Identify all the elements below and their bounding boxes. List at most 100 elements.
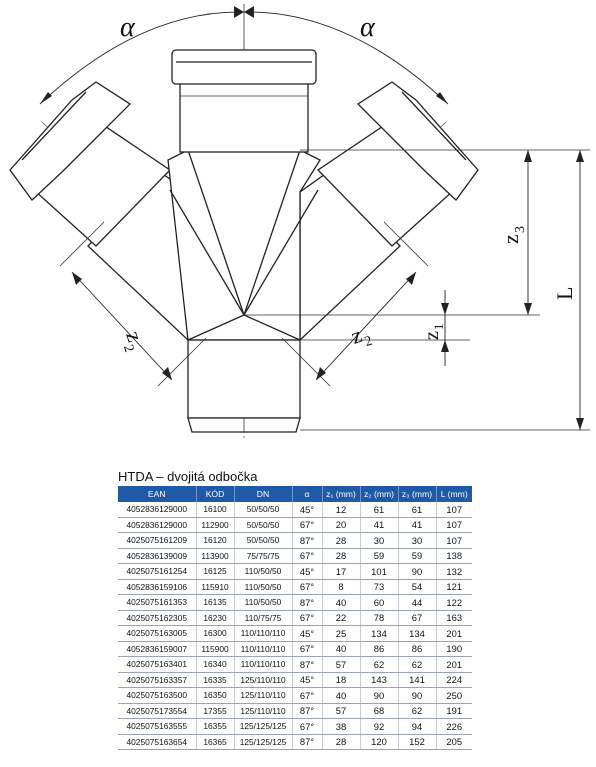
cell-z1: 25	[321, 625, 360, 642]
cell-alpha: 45°	[291, 625, 322, 642]
cell-z2: 59	[359, 548, 398, 564]
cell-l: 121	[435, 579, 472, 595]
alpha-arc	[39, 4, 449, 105]
cell-z3: 41	[397, 517, 436, 533]
cell-z2: 134	[359, 625, 398, 642]
cell-z2: 92	[359, 718, 398, 735]
z3-label: z	[498, 234, 523, 244]
fitting-drawing: α α z 2 z 2 z 3 z 1 L	[9, 4, 590, 438]
cell-kod: 16300	[195, 625, 234, 642]
cell-ean: 4025075163555	[118, 718, 196, 735]
cell-dn: 50/50/50	[233, 532, 292, 549]
cell-ean: 4025075163654	[118, 734, 196, 750]
cell-kod: 16350	[195, 687, 234, 704]
cell-ean: 4025075173554	[118, 703, 196, 719]
cell-z3: 62	[397, 703, 436, 719]
cell-dn: 125/125/125	[233, 734, 292, 750]
cell-ean: 4025075161353	[118, 594, 196, 611]
cell-l: 190	[435, 641, 472, 657]
cell-z3: 62	[397, 656, 436, 673]
cell-ean: 4025075162305	[118, 610, 196, 626]
cell-z2: 73	[359, 579, 398, 595]
table-header-row: EAN KÓD DN α z₁ (mm) z₂ (mm) z₃ (mm) L (…	[118, 486, 472, 502]
cell-z3: 67	[397, 610, 436, 626]
cell-alpha: 45°	[291, 501, 322, 518]
cell-l: 163	[435, 610, 472, 626]
cell-kod: 16335	[195, 672, 234, 688]
cell-z2: 78	[359, 610, 398, 626]
col-header-z2: z₂ (mm)	[359, 486, 398, 502]
cell-dn: 110/50/50	[233, 594, 292, 611]
cell-l: 132	[435, 563, 472, 580]
cell-l: 201	[435, 625, 472, 642]
cell-z1: 40	[321, 641, 360, 657]
cell-l: 224	[435, 672, 472, 688]
cell-dn: 110/110/110	[233, 641, 292, 657]
cell-l: 250	[435, 687, 472, 704]
cell-dn: 50/50/50	[233, 517, 292, 533]
cell-dn: 110/110/110	[233, 625, 292, 642]
cell-kod: 16355	[195, 718, 234, 735]
cell-dn: 75/75/75	[233, 548, 292, 564]
cell-z3: 152	[397, 734, 436, 750]
cell-l: 107	[435, 532, 472, 549]
cell-dn: 125/110/110	[233, 687, 292, 704]
cell-z2: 60	[359, 594, 398, 611]
cell-dn: 110/50/50	[233, 563, 292, 580]
cell-alpha: 87°	[291, 594, 322, 611]
cell-z3: 86	[397, 641, 436, 657]
cell-ean: 4052836139009	[118, 548, 196, 564]
cell-alpha: 45°	[291, 672, 322, 688]
col-header-l: L (mm)	[435, 486, 472, 502]
cell-alpha: 87°	[291, 656, 322, 673]
cell-kod: 115900	[195, 641, 234, 657]
cell-l: 107	[435, 501, 472, 518]
top-socket	[171, 49, 317, 153]
cell-z1: 22	[321, 610, 360, 626]
cell-ean: 4025075163357	[118, 672, 196, 688]
cell-z1: 17	[321, 563, 360, 580]
alpha-label-left: α	[120, 12, 136, 43]
cell-dn: 50/50/50	[233, 501, 292, 518]
cell-z2: 41	[359, 517, 398, 533]
cell-kod: 16120	[195, 532, 234, 549]
cell-kod: 112900	[195, 517, 234, 533]
cell-kod: 16125	[195, 563, 234, 580]
cell-alpha: 67°	[291, 548, 322, 564]
cell-l: 191	[435, 703, 472, 719]
cell-ean: 4052836159007	[118, 641, 196, 657]
cell-z2: 62	[359, 656, 398, 673]
cell-z1: 28	[321, 548, 360, 564]
col-header-z3: z₃ (mm)	[397, 486, 436, 502]
cell-z1: 18	[321, 672, 360, 688]
cell-z1: 28	[321, 532, 360, 549]
cell-dn: 125/125/125	[233, 718, 292, 735]
cell-z2: 68	[359, 703, 398, 719]
left-branch	[9, 81, 189, 342]
cell-kod: 113900	[195, 548, 234, 564]
cell-z2: 90	[359, 687, 398, 704]
cell-z3: 90	[397, 687, 436, 704]
cell-z2: 120	[359, 734, 398, 750]
col-header-kod: KÓD	[195, 486, 234, 502]
cell-kod: 17355	[195, 703, 234, 719]
z2-left-subscript: 2	[120, 343, 136, 354]
cell-z2: 101	[359, 563, 398, 580]
cell-z1: 57	[321, 703, 360, 719]
z3-subscript: 3	[513, 226, 528, 233]
cell-l: 201	[435, 656, 472, 673]
cell-ean: 4025075163005	[118, 625, 196, 642]
col-header-ean: EAN	[118, 486, 196, 502]
cell-z1: 28	[321, 734, 360, 750]
cell-l: 138	[435, 548, 472, 564]
z1-subscript: 1	[431, 324, 446, 331]
